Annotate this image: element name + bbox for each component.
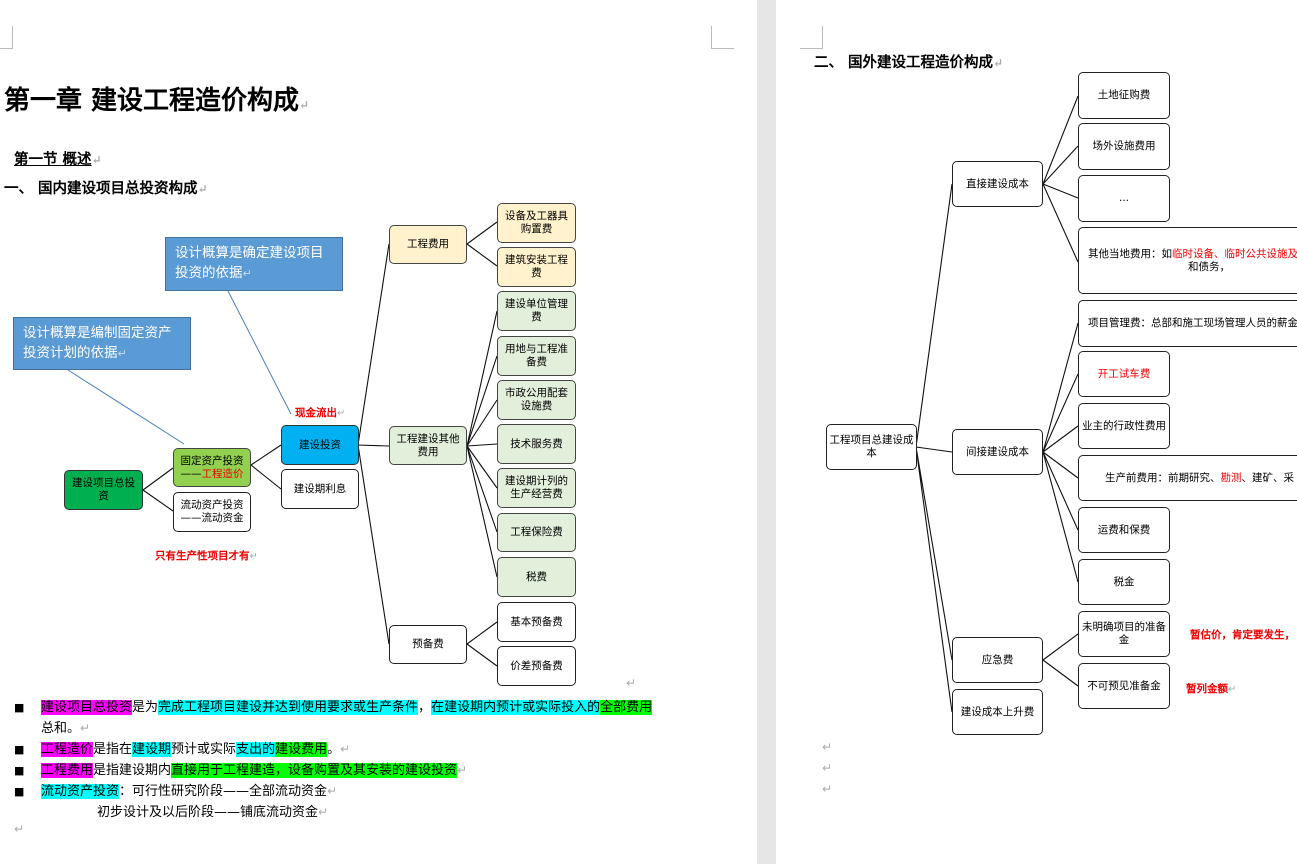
- callout-budget-basis: 设计概算是确定建设项目投资的依据↵: [165, 237, 343, 291]
- node-unforeseen-reserve: 不可预见准备金: [1078, 663, 1170, 709]
- paragraph-mark-icon: ↵: [626, 676, 637, 690]
- callout-plan-basis: 设计概算是编制固定资产投资计划的依据↵: [13, 317, 191, 370]
- node-tax-fee: 税费: [497, 557, 576, 597]
- node-installation-cost: 建筑安装工程费: [497, 247, 576, 287]
- node-engineering-cost: 工程费用: [389, 225, 467, 264]
- node-offsite-facilities: 场外设施费用: [1078, 123, 1170, 170]
- node-fixed-asset-investment: 固定资产投资——工程造价: [173, 448, 251, 487]
- production-note: 只有生产性项目才有↵: [155, 550, 258, 562]
- node-transport-insurance: 运费和保费: [1078, 507, 1170, 553]
- paragraph-mark-icon: ↵: [197, 182, 208, 196]
- node-owner-admin: 业主的行政性费用: [1078, 403, 1170, 449]
- node-equipment-cost: 设备及工器具购置费: [497, 203, 576, 243]
- subsection-title[interactable]: 一、 国内建设项目总投资构成↵: [4, 180, 208, 197]
- node-basic-reserve: 基本预备费: [497, 602, 576, 642]
- node-ellipsis: ...: [1078, 175, 1170, 222]
- node-reserve-cost: 预备费: [389, 625, 467, 664]
- bullet-square-icon: ■: [14, 764, 25, 777]
- subsection-title-foreign[interactable]: 二、 国外建设工程造价构成↵: [814, 54, 1004, 71]
- node-municipal-fee: 市政公用配套设施费: [497, 380, 576, 420]
- document-page-right: 二、 国外建设工程造价构成↵ 工程项目总建设成本 直接建设成本 间接建设成本 应…: [776, 0, 1297, 864]
- node-contingency: 应急费: [952, 637, 1043, 683]
- bullet-square-icon: ■: [14, 701, 25, 714]
- section-title[interactable]: 第一节 概述↵: [14, 151, 102, 168]
- page-corner-mark-icon: [800, 26, 823, 49]
- node-trial-run: 开工试车费: [1078, 351, 1170, 397]
- node-escalation: 建设成本上升费: [952, 689, 1043, 735]
- list-item[interactable]: ■ 工程造价是指在建设期预计或实际支出的建设费用。↵: [14, 739, 714, 760]
- chapter-title[interactable]: 第一章 建设工程造价构成↵: [4, 86, 310, 116]
- list-item[interactable]: ■ 工程费用是指建设期内直接用于工程建造，设备购置及其安装的建设投资↵: [14, 760, 714, 781]
- paragraph-mark-icon: ↵: [822, 740, 833, 754]
- bullet-square-icon: ■: [14, 785, 25, 798]
- page-corner-mark-icon: [711, 26, 734, 49]
- node-preproduction: 生产前费用：前期研究、勘测、建矿、采: [1078, 455, 1297, 501]
- cash-outflow-label: 现金流出↵: [295, 407, 346, 419]
- node-working-capital: 流动资产投资——流动资金: [173, 492, 251, 532]
- definition-list[interactable]: ■ 建设项目总投资是为完成工程项目建设并达到使用要求或生产条件，在建设期内预计或…: [14, 697, 714, 823]
- node-insurance-fee: 工程保险费: [497, 513, 576, 552]
- node-total-investment: 建设项目总投资: [64, 470, 143, 510]
- node-project-management: 项目管理费：总部和施工现场管理人员的薪金: [1078, 300, 1297, 347]
- node-indirect-cost: 间接建设成本: [952, 429, 1043, 475]
- paragraph-mark-icon: ↵: [91, 153, 102, 167]
- node-land-fee: 用地与工程准备费: [497, 336, 576, 376]
- note-listed-amount: 暂列金额↵: [1186, 683, 1237, 695]
- paragraph-mark-icon: ↵: [822, 761, 833, 775]
- list-item[interactable]: ■ 建设项目总投资是为完成工程项目建设并达到使用要求或生产条件，在建设期内预计或…: [14, 697, 714, 739]
- node-management-fee: 建设单位管理费: [497, 291, 576, 331]
- node-other-local-cost: 其他当地费用：如临时设备、临时公共设施及和债务，: [1078, 227, 1297, 294]
- node-total-construction-cost: 工程项目总建设成本: [826, 424, 917, 470]
- node-tax: 税金: [1078, 559, 1170, 605]
- node-direct-cost: 直接建设成本: [952, 161, 1043, 207]
- paragraph-mark-icon: ↵: [822, 782, 833, 796]
- document-page-left: 第一章 建设工程造价构成↵ 第一节 概述↵ 一、 国内建设项目总投资构成↵: [0, 0, 757, 864]
- node-price-reserve: 价差预备费: [497, 646, 576, 686]
- node-construction-interest: 建设期利息: [281, 469, 359, 509]
- node-land-acquisition: 土地征购费: [1078, 72, 1170, 119]
- node-unspecified-reserve: 未明确项目的准备金: [1078, 611, 1170, 657]
- node-operating-fee: 建设期计列的生产经营费: [497, 468, 576, 508]
- diagram-connectors: [67, 221, 498, 667]
- diagram-connectors-foreign: [915, 95, 1079, 713]
- node-other-cost: 工程建设其他费用: [389, 426, 467, 465]
- paragraph-mark-icon: ↵: [299, 98, 310, 112]
- bullet-square-icon: ■: [14, 743, 25, 756]
- note-estimate: 暂估价，肯定要发生，: [1190, 629, 1295, 641]
- paragraph-mark-icon: ↵: [14, 822, 25, 836]
- page-gutter: [757, 0, 776, 864]
- node-construction-investment: 建设投资: [281, 425, 359, 465]
- list-item[interactable]: ■ 流动资产投资：可行性研究阶段——全部流动资金↵ 初步设计及以后阶段——铺底流…: [14, 781, 714, 823]
- node-tech-service-fee: 技术服务费: [497, 424, 576, 464]
- paragraph-mark-icon: ↵: [993, 56, 1004, 70]
- page-corner-mark-icon: [0, 26, 13, 49]
